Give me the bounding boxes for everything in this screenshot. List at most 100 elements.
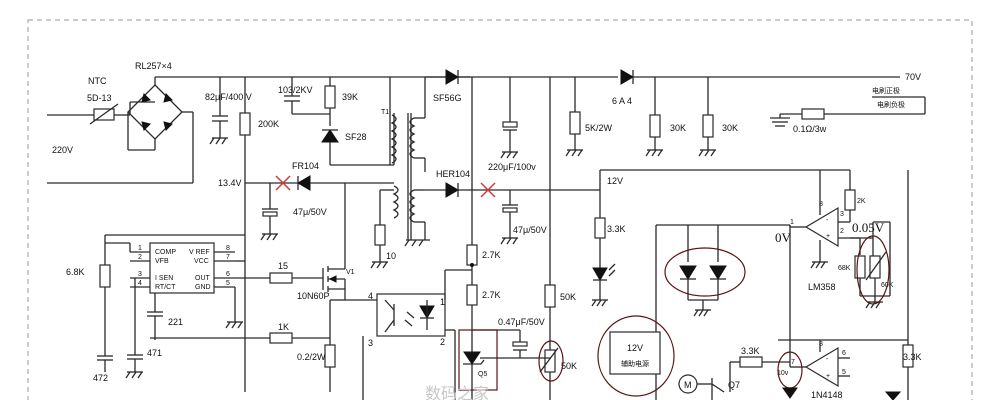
aux-12v-supply: 12V 辅助电源 bbox=[597, 315, 675, 397]
opamp-lm358-b: - + 8 6 5 7 3.3K 10v 1N4148 bbox=[777, 170, 922, 400]
resistor-30k-a: 30K bbox=[645, 77, 686, 157]
sf56g-label: SF56G bbox=[433, 93, 462, 103]
opto-pin2: 2 bbox=[440, 337, 445, 347]
diode-sf56g: SF56G bbox=[425, 69, 462, 103]
amp1-pin2: 2 bbox=[840, 228, 844, 235]
bridge-label: RL257×4 bbox=[135, 61, 172, 71]
mains-voltage-label: 220V bbox=[52, 145, 73, 155]
divider-68k-60k: 68K 60K bbox=[838, 221, 894, 309]
r50k-a-label: 50K bbox=[560, 292, 576, 302]
watermark: 数码之家 bbox=[425, 385, 489, 400]
pwm-ic-body bbox=[149, 242, 215, 294]
d6a4-label: 6 A 4 bbox=[612, 96, 632, 106]
resistor-10: 10 bbox=[370, 189, 396, 269]
r6-8k-label: 6.8K bbox=[66, 267, 85, 277]
ic-gnd: GND bbox=[195, 284, 211, 291]
resistor-200k: 200K bbox=[239, 77, 279, 392]
opto-pin4: 4 bbox=[368, 291, 373, 301]
sf28-label: SF28 bbox=[345, 132, 367, 142]
opamp-lm358-a: - + 8 3 2 1 0V 0.05V LM358 bbox=[775, 170, 885, 292]
v12-label: 12V bbox=[607, 176, 623, 186]
r2k-label: 2K bbox=[857, 198, 866, 205]
amp1-pin8: 8 bbox=[819, 201, 823, 208]
r30k-a-label: 30K bbox=[670, 123, 686, 133]
fr104-label: FR104 bbox=[292, 161, 319, 171]
q7-label: Q7 bbox=[728, 380, 740, 390]
c47u-b-label: 47μ/50V bbox=[513, 225, 547, 235]
r5k-label: 5K/2W bbox=[585, 123, 613, 133]
output-filter-cap: 220μF/100v bbox=[488, 77, 536, 172]
r50k-highlight bbox=[538, 340, 564, 382]
c472-label: 472 bbox=[93, 373, 108, 383]
amp2-pin5: 5 bbox=[842, 369, 846, 376]
amp2-pin8: 8 bbox=[819, 341, 823, 348]
pin-l1: 1 bbox=[138, 245, 142, 252]
amp1-pin1: 1 bbox=[790, 219, 794, 226]
motor-label: M bbox=[684, 380, 692, 390]
pin-l3: 3 bbox=[138, 271, 142, 278]
dashed-frame bbox=[27, 19, 973, 400]
snubber-network: 103/2KV 39K SF28 bbox=[278, 77, 367, 165]
shunt-regulator-q5: Q5 0.47μF/50V bbox=[458, 317, 550, 400]
r-1k bbox=[269, 332, 293, 344]
q5-highlight bbox=[458, 329, 498, 391]
feedback-divider: 2.7K 2.7K 50K 50K bbox=[444, 77, 577, 400]
t1-label: T1 bbox=[381, 109, 389, 116]
r3-3k-c-label: 3.3K bbox=[903, 352, 922, 362]
pin-r6: 6 bbox=[226, 271, 230, 278]
d1n4148-label: 1N4148 bbox=[811, 390, 843, 400]
mosfet-label: 10N60P bbox=[297, 291, 330, 301]
r30k-b-label: 30K bbox=[722, 123, 738, 133]
v13-4-label: 13.4V bbox=[218, 178, 242, 188]
ntc-label: NTC bbox=[88, 76, 107, 86]
motor-driver: M Q7 3.3K bbox=[678, 346, 790, 400]
out-70v-label: 70V bbox=[905, 72, 921, 82]
ic-isen: I SEN bbox=[155, 275, 173, 282]
lm358-label: LM358 bbox=[808, 282, 836, 292]
v0-05-label: 0.05V bbox=[852, 220, 885, 235]
r-sense bbox=[324, 344, 336, 368]
ic-out: OUT bbox=[195, 275, 211, 282]
r10-label: 10 bbox=[386, 251, 396, 261]
shunt-label: 0.1Ω/3w bbox=[793, 124, 827, 134]
amp1-pin3: 3 bbox=[840, 211, 844, 218]
pin-l4: 4 bbox=[138, 280, 142, 287]
ic-rtct: RT/CT bbox=[155, 284, 176, 291]
resistor-5k: 5K/2W bbox=[565, 77, 613, 157]
bulk-cap-label: 82μF/400 V bbox=[205, 92, 252, 102]
svg-text:-: - bbox=[826, 217, 829, 224]
pin-l2: 2 bbox=[138, 254, 142, 261]
r50k-b-label: 50K bbox=[561, 361, 577, 371]
aux-supply: 13.4V FR104 47μ/50V HER104 12V 2K bbox=[218, 161, 866, 245]
her104-label: HER104 bbox=[436, 169, 470, 179]
amp2-pin7: 7 bbox=[791, 359, 795, 366]
v0-label: 0V bbox=[775, 230, 792, 245]
r15-label: 15 bbox=[278, 261, 288, 271]
r68k-label: 68K bbox=[838, 265, 851, 272]
brush-positive-label: 电刷正极 bbox=[872, 86, 900, 95]
q5-label: Q5 bbox=[478, 371, 487, 378]
ic-vref: V REF bbox=[189, 249, 210, 256]
amp2-pin6: 6 bbox=[842, 350, 846, 357]
c220u-label: 220μF/100v bbox=[488, 162, 536, 172]
svg-text:-: - bbox=[826, 356, 829, 363]
svg-text:+: + bbox=[826, 233, 830, 240]
ic-comp: COMP bbox=[155, 249, 176, 256]
c047-label: 0.47μF/50V bbox=[498, 317, 545, 327]
mains-input-section: 220V NTC 5D-13 RL257×4 bbox=[47, 61, 470, 184]
pwm-controller-ic: 6.8K 472 COMP V REF VFB VCC I SEN OUT RT… bbox=[66, 234, 323, 383]
ic-vcc: VCC bbox=[194, 258, 209, 265]
diode-6a4: 6 A 4 bbox=[612, 69, 634, 106]
pin-r8: 8 bbox=[226, 245, 230, 252]
r39k-label: 39K bbox=[342, 92, 358, 102]
ic-vfb: VFB bbox=[155, 258, 169, 265]
optocoupler: 4 1 3 2 bbox=[345, 291, 456, 400]
bulk-capacitor: 82μF/400 V bbox=[205, 77, 252, 145]
r200k-label: 200K bbox=[258, 119, 279, 129]
r2-7k-a-label: 2.7K bbox=[482, 250, 501, 260]
v10-label: 10v bbox=[777, 370, 789, 377]
c471-label: 471 bbox=[147, 348, 162, 358]
brush-negative-label: 电刷负极 bbox=[877, 100, 905, 109]
opto-pin3: 3 bbox=[368, 338, 373, 348]
svg-text:+: + bbox=[826, 373, 830, 380]
